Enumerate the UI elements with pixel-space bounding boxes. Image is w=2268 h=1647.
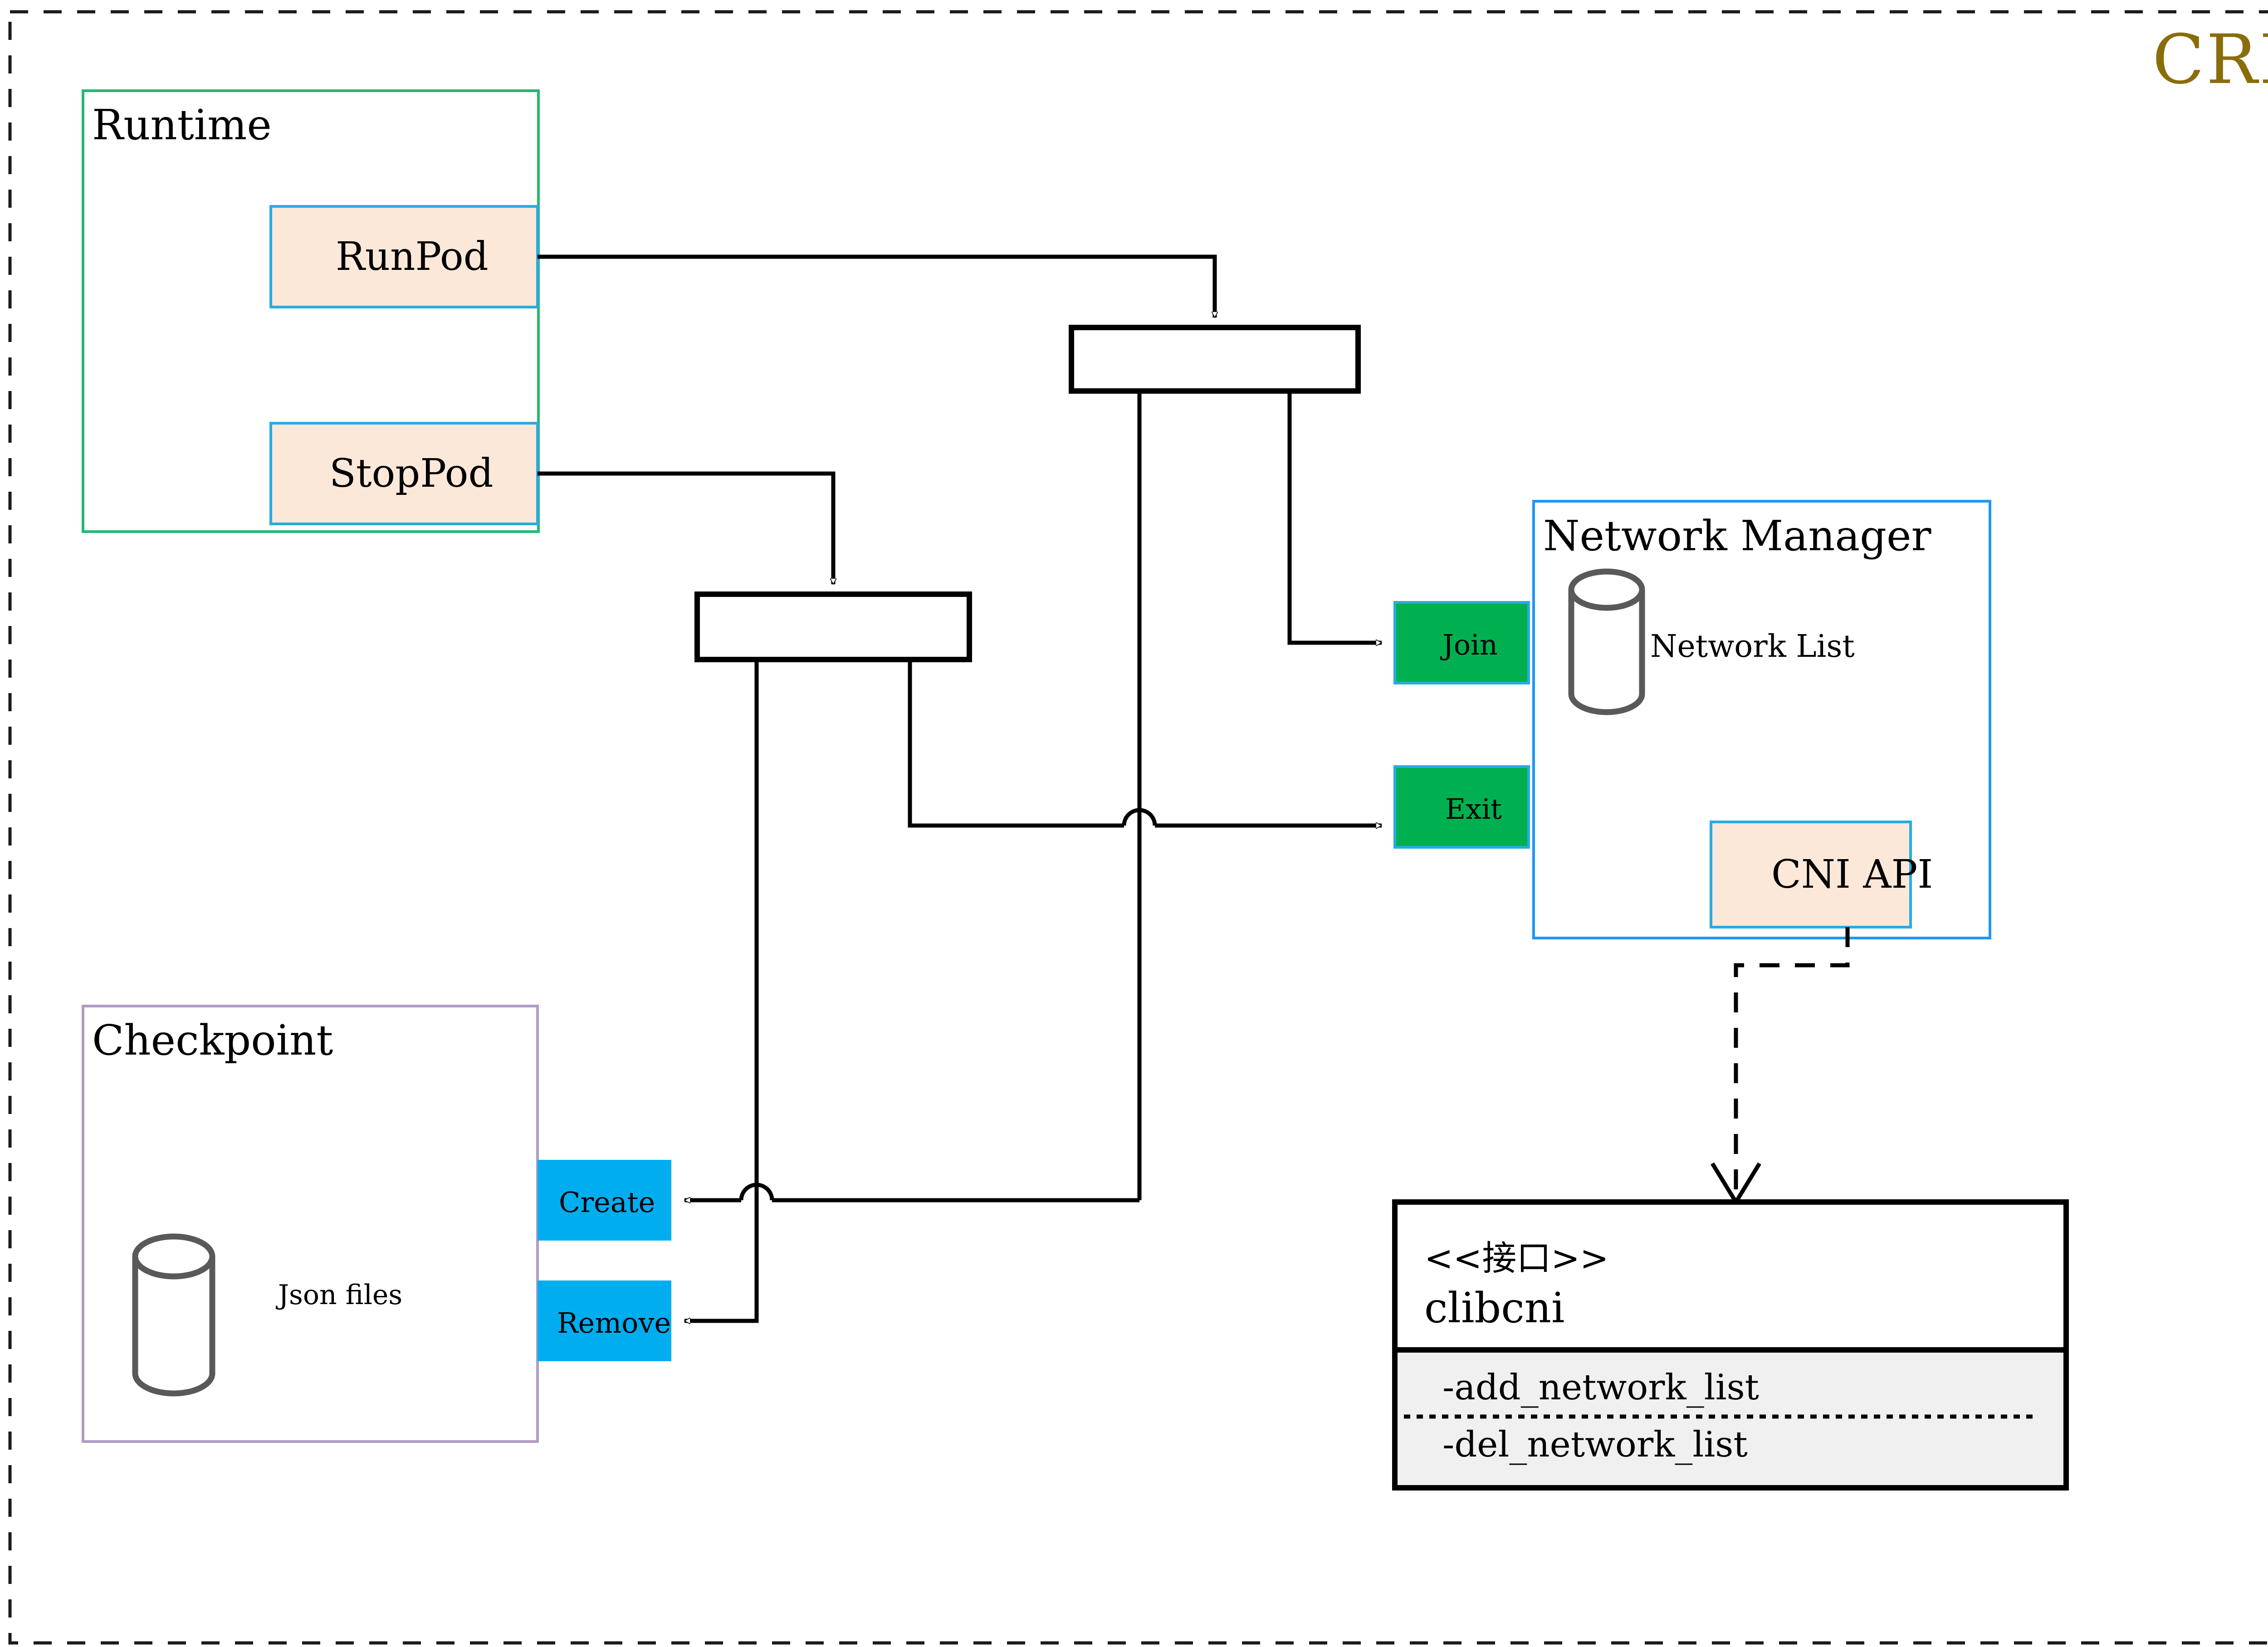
op-label-exit[interactable]: Exit — [1445, 792, 1502, 826]
edge-forkrun-to-create-hop — [739, 1183, 774, 1201]
edge-forkrun-to-join — [1287, 391, 1382, 643]
edge-cniapi-to-clibcni — [1734, 927, 1850, 1193]
datastore-label-json-files: Json files — [278, 1279, 403, 1311]
interface-name-clibcni: clibcni — [1424, 1284, 1565, 1332]
op-label-cni-api[interactable]: CNI API — [1771, 852, 1933, 897]
edge-runpod-to-fork — [538, 254, 1215, 318]
package-label-checkpoint: Checkpoint — [92, 1016, 333, 1065]
package-label-runtime: Runtime — [92, 101, 272, 149]
op-label-stoppod[interactable]: StopPod — [329, 451, 494, 496]
op-label-runpod[interactable]: RunPod — [336, 234, 489, 279]
op-label-remove[interactable]: Remove — [557, 1306, 671, 1339]
interface-method-add-network-list: -add_network_list — [1442, 1367, 1760, 1408]
canvas-frame — [8, 10, 2268, 1645]
network-list-cylinder — [1568, 568, 1645, 715]
json-files-cylinder — [132, 1233, 215, 1397]
op-cniapi-box — [1710, 821, 1912, 929]
op-stoppod-box — [269, 422, 539, 525]
package-label-network-manager: Network Manager — [1543, 512, 1931, 560]
datastore-label-network-list: Network List — [1650, 629, 1855, 665]
op-create-box — [538, 1160, 671, 1241]
edge-stoppod-to-fork — [538, 471, 833, 584]
fork-node-runpod — [1069, 325, 1361, 394]
interface-method-del-network-list: -del_network_list — [1442, 1424, 1748, 1465]
op-label-create[interactable]: Create — [559, 1186, 655, 1219]
op-runpod-box — [269, 205, 539, 308]
interface-stereotype: <<接口>> — [1424, 1238, 1609, 1278]
op-join-box — [1393, 601, 1530, 684]
edge-forkstop-to-exit-a — [908, 660, 1124, 828]
page-title: CRI — [2152, 20, 2268, 99]
op-exit-box — [1393, 765, 1530, 849]
op-remove-box — [538, 1280, 671, 1361]
fork-node-stoppod — [694, 591, 972, 662]
edge-forkstop-to-exit-hop — [1122, 808, 1157, 826]
edge-forkstop-leg-left — [684, 660, 759, 1321]
op-label-join[interactable]: Join — [1442, 628, 1498, 661]
